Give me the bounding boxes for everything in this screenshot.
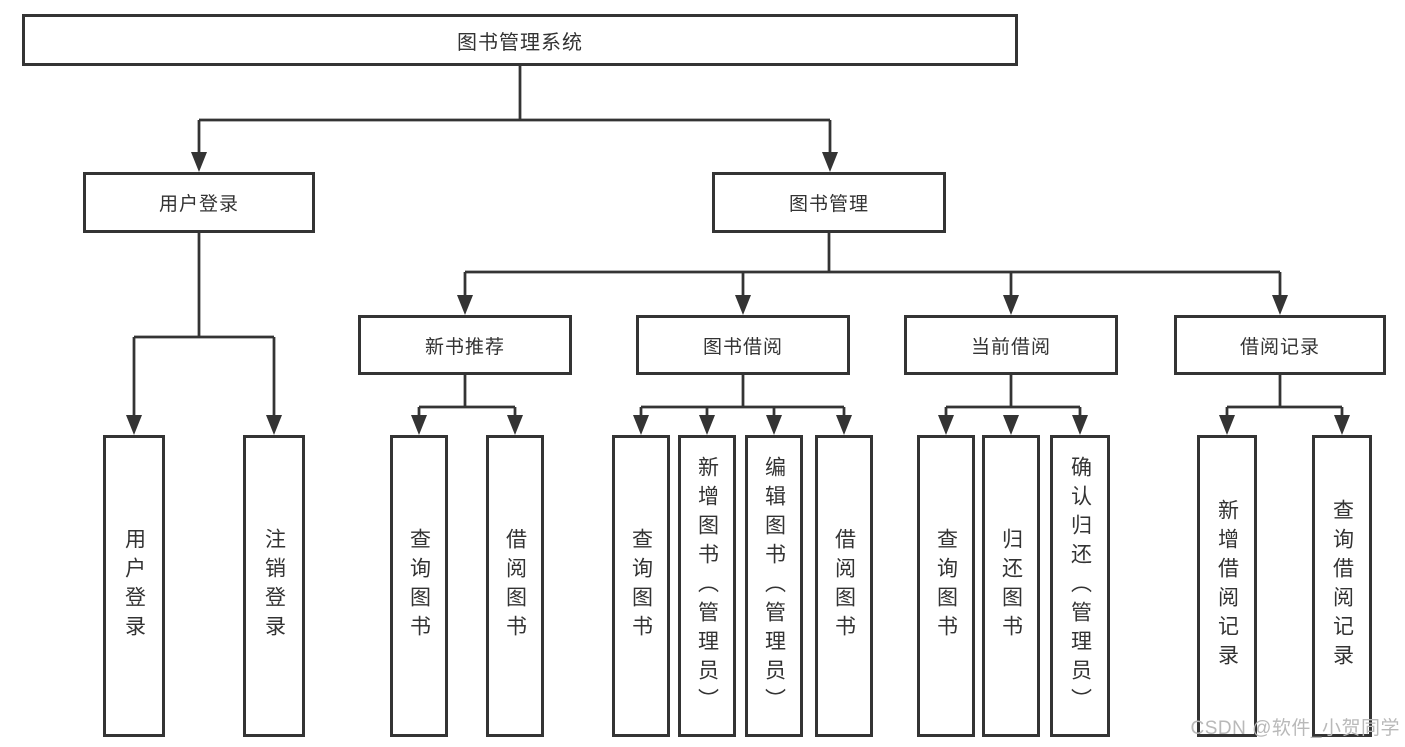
node-label: 新书推荐: [424, 336, 505, 358]
arrow-down-icon: [836, 415, 852, 435]
node-library-management-system: 图书管理系统: [22, 14, 1018, 66]
node-label: 图书管理系统: [457, 31, 583, 54]
arrow-down-icon: [1334, 415, 1350, 435]
arrow-down-icon: [735, 295, 751, 315]
leaf-label: 借阅图书: [832, 528, 856, 644]
leaf-user-login: 用户登录: [103, 435, 165, 737]
leaf-label: 编辑图书（管理员）: [762, 455, 786, 717]
leaf-borrow-books: 借阅图书: [815, 435, 873, 737]
node-book-borrowing: 图书借阅: [636, 315, 850, 375]
arrow-down-icon: [457, 295, 473, 315]
arrow-down-icon: [191, 152, 207, 172]
leaf-query-books-current: 查询图书: [917, 435, 975, 737]
leaf-label: 查询借阅记录: [1330, 499, 1354, 673]
arrow-down-icon: [1219, 415, 1235, 435]
arrow-down-icon: [766, 415, 782, 435]
arrow-down-icon: [822, 152, 838, 172]
connector-path: [132, 66, 1344, 418]
leaf-edit-books-admin: 编辑图书（管理员）: [745, 435, 803, 737]
leaf-return-books: 归还图书: [982, 435, 1040, 737]
csdn-watermark: CSDN @软件_小贺同学: [1190, 718, 1400, 739]
node-borrowing-records: 借阅记录: [1174, 315, 1386, 375]
arrow-down-icon: [411, 415, 427, 435]
leaf-label: 新增借阅记录: [1215, 499, 1239, 673]
arrow-down-icon: [1272, 295, 1288, 315]
arrowheads: [126, 152, 1350, 435]
arrow-down-icon: [1072, 415, 1088, 435]
leaf-query-books-recommend: 查询图书: [390, 435, 448, 737]
arrow-down-icon: [126, 415, 142, 435]
node-label: 用户登录: [158, 194, 239, 215]
arrow-down-icon: [1003, 415, 1019, 435]
leaf-borrow-books-recommend: 借阅图书: [486, 435, 544, 737]
arrow-down-icon: [507, 415, 523, 435]
leaf-logout: 注销登录: [243, 435, 305, 737]
node-new-book-recommendation: 新书推荐: [358, 315, 572, 375]
node-label: 图书借阅: [702, 336, 783, 358]
arrow-down-icon: [266, 415, 282, 435]
arrow-down-icon: [1003, 295, 1019, 315]
node-current-borrowing: 当前借阅: [904, 315, 1118, 375]
leaf-label: 查询图书: [629, 528, 653, 644]
leaf-label: 用户登录: [122, 528, 146, 644]
arrow-down-icon: [699, 415, 715, 435]
leaf-label: 归还图书: [999, 528, 1023, 644]
node-label: 图书管理: [788, 194, 869, 215]
arrow-down-icon: [633, 415, 649, 435]
arrow-down-icon: [938, 415, 954, 435]
leaf-query-books-borrow: 查询图书: [612, 435, 670, 737]
leaf-label: 查询图书: [407, 528, 431, 644]
leaf-label: 确认归还（管理员）: [1068, 455, 1092, 717]
leaf-label: 查询图书: [934, 528, 958, 644]
leaf-add-books-admin: 新增图书（管理员）: [678, 435, 736, 737]
leaf-query-borrow-record: 查询借阅记录: [1312, 435, 1372, 737]
leaf-label: 新增图书（管理员）: [695, 455, 719, 717]
node-user-login: 用户登录: [83, 172, 315, 233]
leaf-label: 借阅图书: [503, 528, 527, 644]
leaf-confirm-return-admin: 确认归还（管理员）: [1050, 435, 1110, 737]
node-book-management: 图书管理: [712, 172, 946, 233]
leaf-label: 注销登录: [262, 528, 286, 644]
node-label: 借阅记录: [1239, 336, 1320, 358]
node-label: 当前借阅: [970, 336, 1051, 358]
leaf-add-borrow-record: 新增借阅记录: [1197, 435, 1257, 737]
